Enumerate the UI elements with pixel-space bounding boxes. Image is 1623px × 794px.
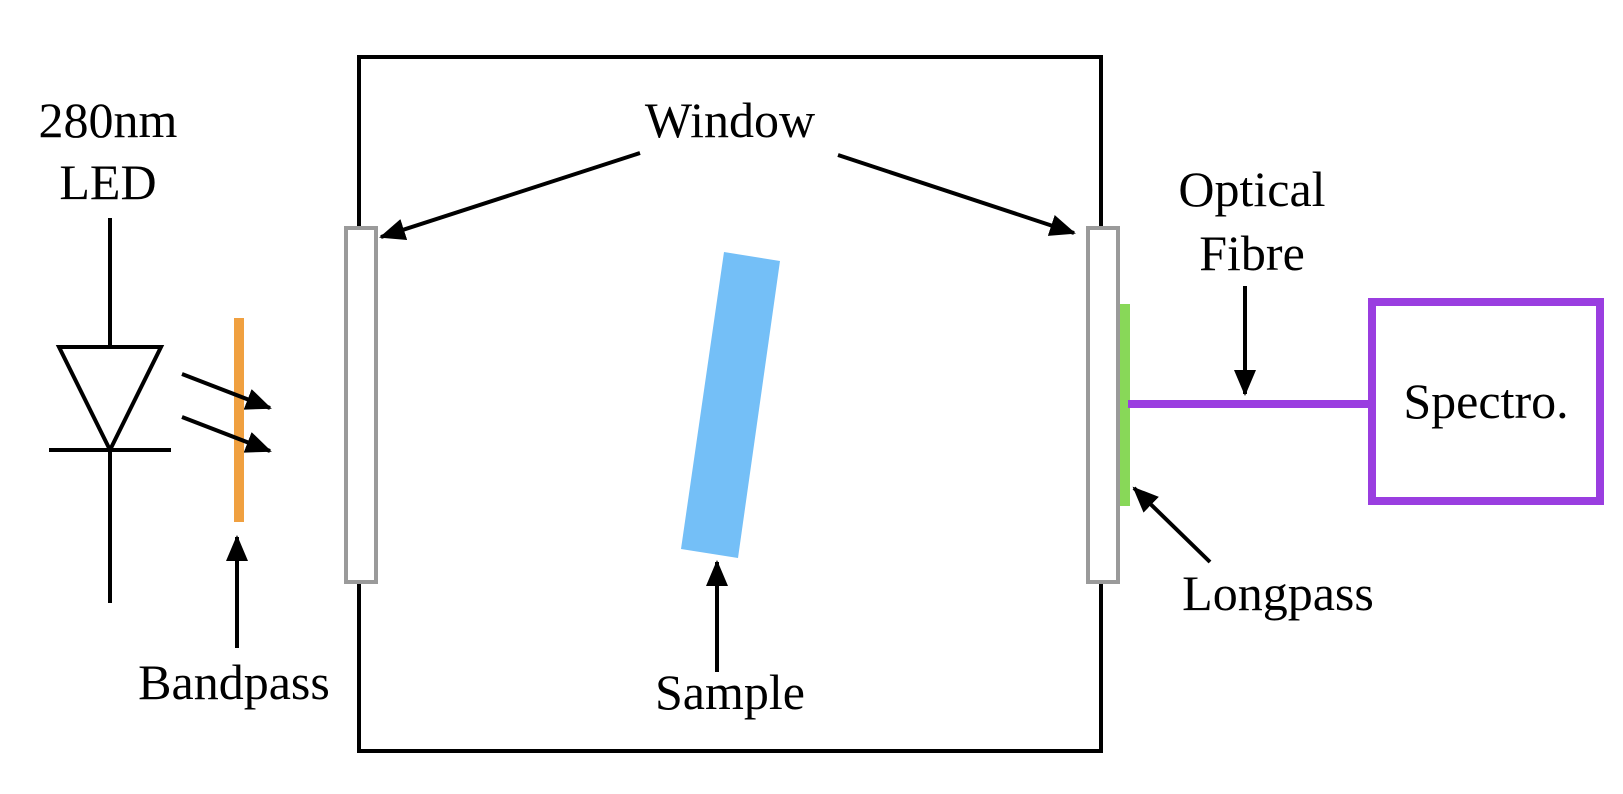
optical-fibre-label-line2: Fibre [1199,225,1305,281]
emission-arrow-lower [181,415,272,453]
bandpass-filter [234,318,244,522]
optical-fibre-label-line1: Optical [1178,161,1325,217]
spectro-label: Spectro. [1403,373,1568,429]
sample [681,252,780,558]
emission-arrow-upper [181,372,272,410]
led-label-line2: LED [59,154,156,210]
right-window [1086,226,1120,584]
window-label: Window [645,92,815,148]
led-diode-symbol [49,218,171,603]
left-window [344,226,378,584]
sample-label: Sample [655,664,805,720]
bandpass-label: Bandpass [138,654,330,710]
spectrometer-box [1368,298,1604,505]
longpass-arrow [1132,486,1212,564]
window-arrow-right [837,153,1076,236]
led-label-line1: 280nm [39,92,178,148]
window-arrow-left [379,151,641,241]
longpass-filter [1120,304,1130,506]
led-triangle [55,345,165,455]
longpass-label: Longpass [1182,565,1374,621]
